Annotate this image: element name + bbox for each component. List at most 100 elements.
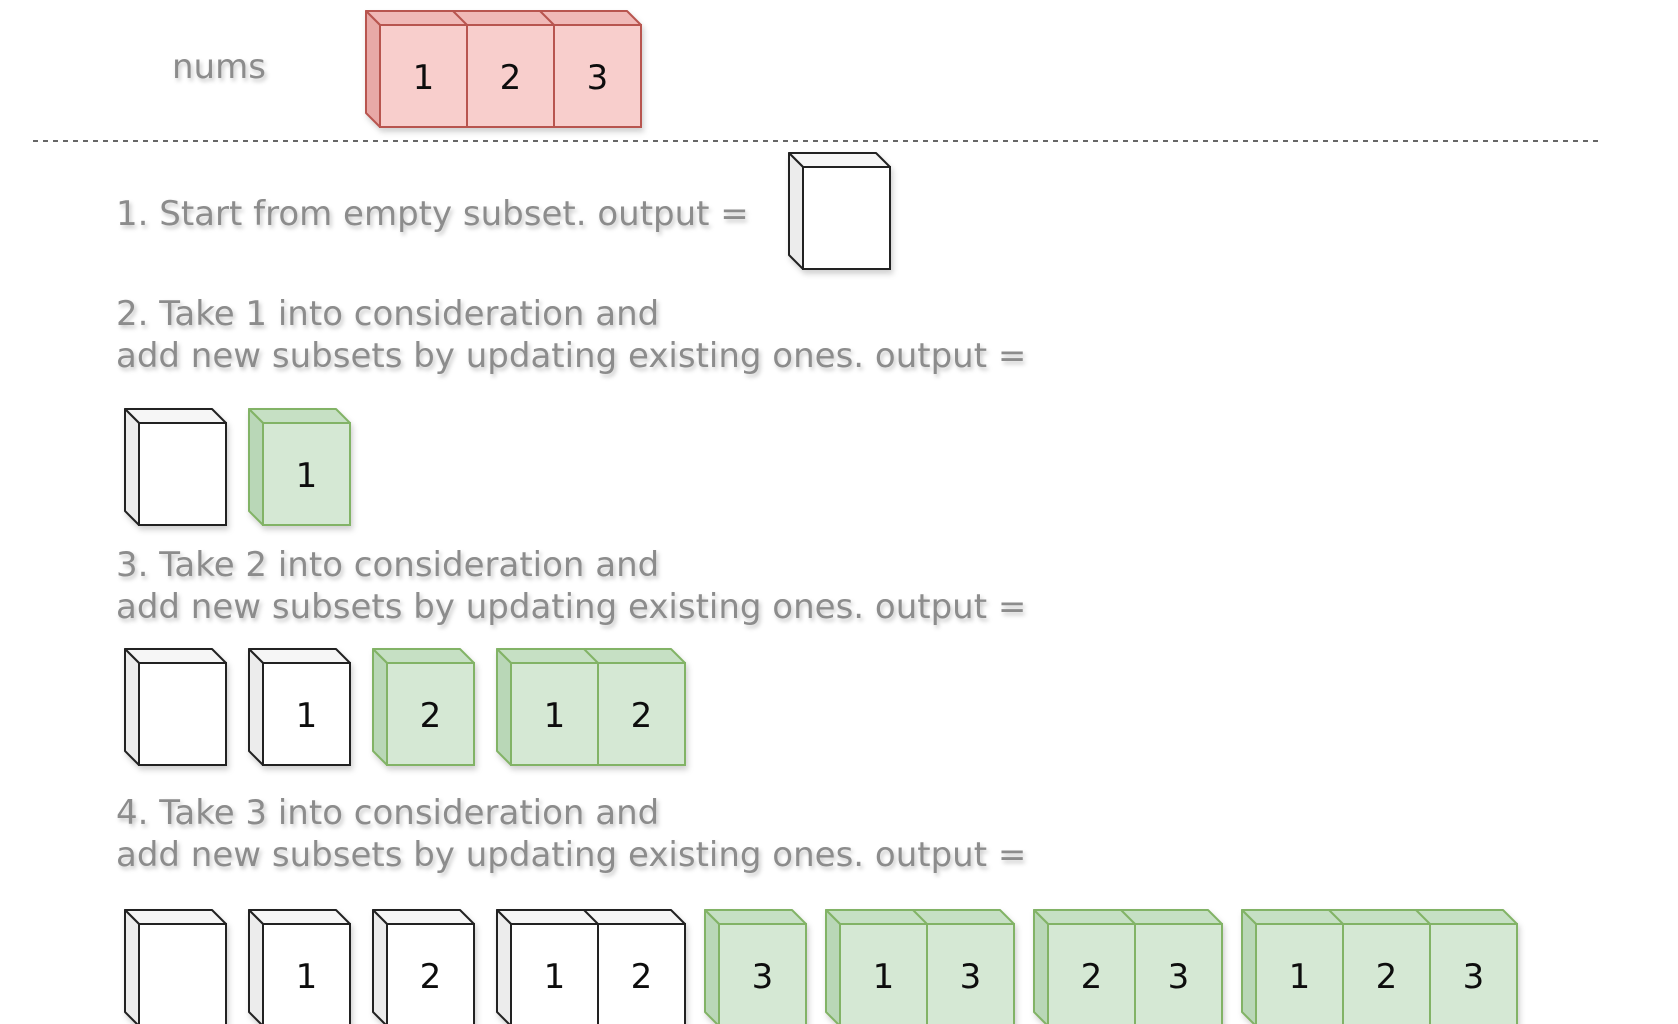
step-2-output: 1 [124, 408, 351, 526]
step-1-subset-empty [788, 152, 891, 270]
nums-label: nums [172, 47, 266, 87]
step-4-subset-1-2-3-new-cell-value: 1 [1289, 957, 1311, 997]
step-4-subset-2: 2 [372, 909, 475, 1024]
step-4-subset-3-new-cell [718, 923, 807, 1024]
step-2-subset-empty [124, 408, 227, 526]
step-4-subset-1-2-top-divider [583, 909, 599, 925]
step-2-subset-1-new-cell-value: 1 [296, 456, 318, 496]
step-4-subset-2-3-new-cell [1134, 923, 1223, 1024]
step-4-subset-1-2-cell-value: 1 [544, 957, 566, 997]
step-3-subset-empty [124, 648, 227, 766]
step-4-subset-3-new-side-face [704, 909, 720, 1024]
step-3-subset-1-2-new-side-face [496, 648, 512, 766]
step-4-subset-1-2-side-face [496, 909, 512, 1024]
step-3-subset-empty-side-face [124, 648, 140, 766]
nums-box: 1 2 3 [365, 10, 642, 128]
step-3-subset-empty-cell [138, 662, 227, 766]
step-2-subset-empty-top-face [124, 408, 227, 424]
step-3-subset-1-side-face [248, 648, 264, 766]
step-4-subset-1-3-new-cell [926, 923, 1015, 1024]
step-2-subset-empty-side-face [124, 408, 140, 526]
step-4-subset-3-new-top-face [704, 909, 807, 925]
step-4-subset-1-2-3-new-side-face [1241, 909, 1257, 1024]
step-4-subset-2-3-new-cell-value: 2 [1081, 957, 1103, 997]
step-1-subset-empty-top-face [788, 152, 891, 168]
step-4-subset-1-2-3-new-cell [1342, 923, 1431, 1024]
step-3-subset-2-new: 2 [372, 648, 475, 766]
step-4-text-line-1: 4. Take 3 into consideration and [116, 793, 659, 833]
step-2-subset-1-new: 1 [248, 408, 351, 526]
step-4-subset-1-2-cell [510, 923, 599, 1024]
nums-box-top-divider [539, 10, 555, 26]
step-3-subset-2-new-side-face [372, 648, 388, 766]
step-4-subset-1-cell [262, 923, 351, 1024]
step-3-subset-2-new-cell [386, 662, 475, 766]
step-4-subset-1-3-new-cell [839, 923, 928, 1024]
step-4-text-line-2: add new subsets by updating existing one… [116, 835, 1026, 875]
step-4-subset-1-2-3-new-top-face [1241, 909, 1518, 925]
step-4-subset-empty [124, 909, 227, 1024]
step-4-subset-1-3-new-cell-value: 3 [960, 957, 982, 997]
step-3-subset-1-2-new-top-divider [583, 648, 599, 664]
step-4-subset-1-2-3-new: 1 2 3 [1241, 909, 1518, 1024]
nums-box-cell-value: 1 [413, 58, 435, 98]
step-4-subset-2-side-face [372, 909, 388, 1024]
step-4-subset-empty-cell [138, 923, 227, 1024]
step-4-subset-1-2-cell [597, 923, 686, 1024]
step-2-subset-1-new-top-face [248, 408, 351, 424]
step-2-text-line-2: add new subsets by updating existing one… [116, 336, 1026, 376]
nums-box-cell [553, 24, 642, 128]
step-3-subset-1-2-new-cell-value: 2 [631, 696, 653, 736]
step-3-subset-empty-top-face [124, 648, 227, 664]
step-4-subset-1-3-new-top-divider [912, 909, 928, 925]
step-4-subset-1-2-3-new-top-divider [1328, 909, 1344, 925]
step-2-subset-1-new-cell [262, 422, 351, 526]
step-3-subset-2-new-top-face [372, 648, 475, 664]
step-4-subset-2-3-new-side-face [1033, 909, 1049, 1024]
step-4-subset-1-cell-value: 1 [296, 957, 318, 997]
step-2-text-line-1: 2. Take 1 into consideration and [116, 294, 659, 334]
step-3-subset-1-top-face [248, 648, 351, 664]
step-1-subset-empty-cell [802, 166, 891, 270]
step-4-subset-3-new: 3 [704, 909, 807, 1024]
step-4-subset-2-3-new-cell-value: 3 [1168, 957, 1190, 997]
step-4-subset-1: 1 [248, 909, 351, 1024]
nums-box-cell [466, 24, 555, 128]
step-4-subset-1-2-3-new-top-divider [1415, 909, 1431, 925]
step-4-subset-1-2-3-new-cell [1255, 923, 1344, 1024]
step-3-subset-1: 1 [248, 648, 351, 766]
step-2-subset-1-new-side-face [248, 408, 264, 526]
step-4-subset-1-top-face [248, 909, 351, 925]
step-1-text: 1. Start from empty subset. output = [116, 194, 749, 234]
step-1-output [788, 152, 891, 270]
step-4-subset-empty-side-face [124, 909, 140, 1024]
nums-box-cell-value: 3 [587, 58, 609, 98]
step-4-subset-2-cell-value: 2 [420, 957, 442, 997]
step-3-subset-1-2-new-cell [597, 662, 686, 766]
step-4-subset-2-3-new-cell [1047, 923, 1136, 1024]
step-4-subset-1-3-new-side-face [825, 909, 841, 1024]
step-4-subset-1-2-3-new-cell-value: 3 [1463, 957, 1485, 997]
step-4-subset-1-3-new-cell-value: 1 [873, 957, 895, 997]
step-4-subset-2-top-face [372, 909, 475, 925]
step-3-text-line-1: 3. Take 2 into consideration and [116, 545, 659, 585]
step-4-subset-empty-top-face [124, 909, 227, 925]
nums-box-cell-value: 2 [500, 58, 522, 98]
step-4-subset-1-2-3-new-cell [1429, 923, 1518, 1024]
step-3-subset-1-cell-value: 1 [296, 696, 318, 736]
step-4-subset-3-new-cell-value: 3 [752, 957, 774, 997]
step-2-subset-empty-cell [138, 422, 227, 526]
step-4-subset-2-cell [386, 923, 475, 1024]
nums-box-top-divider [452, 10, 468, 26]
step-3-subset-1-cell [262, 662, 351, 766]
step-4-subset-1-2-3-new-cell-value: 2 [1376, 957, 1398, 997]
step-4-subset-2-3-new-top-divider [1120, 909, 1136, 925]
step-3-subset-1-2-new-cell-value: 1 [544, 696, 566, 736]
step-4-subset-1-2-cell-value: 2 [631, 957, 653, 997]
